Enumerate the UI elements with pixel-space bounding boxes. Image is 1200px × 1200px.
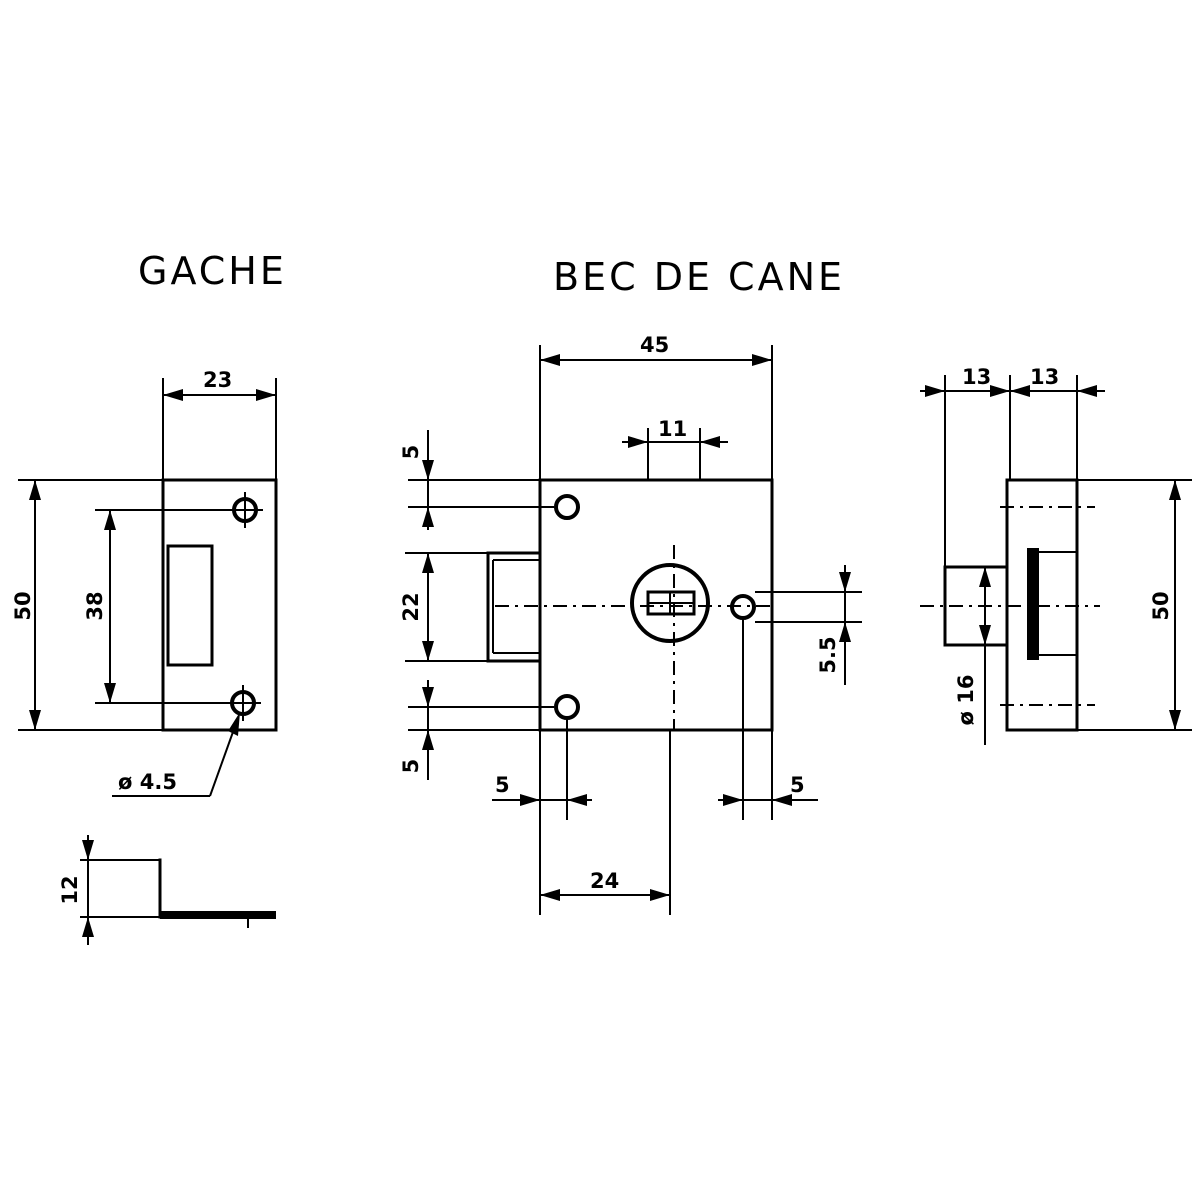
dim-side-diameter: ø 16 xyxy=(954,567,991,745)
bec-side-view xyxy=(920,478,1100,732)
dim-bec-backset-label: 24 xyxy=(590,869,619,893)
dim-gache-hole-spacing-label: 38 xyxy=(83,591,107,620)
dim-gache-hole-spacing: 38 xyxy=(83,509,232,704)
title-bec-de-cane: BEC DE CANE xyxy=(553,255,845,299)
gache-slot xyxy=(166,544,214,667)
gache-front-view xyxy=(161,478,278,732)
dim-bec-backset: 24 xyxy=(540,730,671,915)
dim-gache-hole-diameter-label: ø 4.5 xyxy=(118,770,177,794)
gache-profile-flange xyxy=(160,911,276,919)
dim-gache-hole-diameter: ø 4.5 xyxy=(112,712,240,797)
dim-bec-slot-width-label: 11 xyxy=(658,417,687,441)
side-faceplate xyxy=(1027,548,1039,660)
gache-plate-outline xyxy=(161,478,278,732)
dim-side-widths: 13 13 xyxy=(920,365,1105,567)
bec-follower-circle xyxy=(630,563,710,643)
title-gache: GACHE xyxy=(138,249,287,293)
dim-bec-bottom-offset-label: 5 xyxy=(399,759,423,774)
bec-front-view xyxy=(486,478,775,732)
dim-gache-height: 50 xyxy=(11,479,163,731)
dim-gache-width-label: 23 xyxy=(203,368,232,392)
dim-bec-slot-width: 11 xyxy=(622,417,728,480)
dim-bec-width-label: 45 xyxy=(640,333,669,357)
dim-gache-height-label: 50 xyxy=(11,591,35,620)
gache-side-profile: 12 xyxy=(58,835,276,945)
dim-bec-left-hole-offset-label: 5 xyxy=(495,773,510,797)
dim-bec-top-offset-label: 5 xyxy=(399,445,423,460)
bec-screw-hole-bottom xyxy=(554,694,580,720)
dim-gache-width: 23 xyxy=(162,368,277,480)
bec-latch-bolt xyxy=(486,551,542,663)
dim-bec-bolt-height: 22 xyxy=(399,552,488,662)
dim-bec-right-hole-offset-label: 5 xyxy=(790,773,805,797)
dim-bec-top-offset: 5 xyxy=(399,430,554,530)
dim-bec-side-offset: 5.5 xyxy=(755,565,862,685)
dim-side-diameter-label: ø 16 xyxy=(954,675,978,726)
dim-bec-width: 45 xyxy=(539,333,773,480)
dim-side-right-width-label: 13 xyxy=(1030,365,1059,389)
dim-side-height-label: 50 xyxy=(1149,591,1173,620)
dim-side-height: 50 xyxy=(1077,479,1192,731)
dim-side-left-width-label: 13 xyxy=(962,365,991,389)
dim-bec-left-hole-offset: 5 xyxy=(492,718,592,915)
dim-bec-side-offset-label: 5.5 xyxy=(816,636,840,673)
dim-bec-right-hole-offset: 5 xyxy=(718,618,818,820)
bec-screw-hole-top xyxy=(554,494,580,520)
dim-bec-bottom-offset: 5 xyxy=(399,680,554,780)
dim-gache-depth-label: 12 xyxy=(58,875,82,904)
dim-bec-bolt-height-label: 22 xyxy=(399,592,423,621)
